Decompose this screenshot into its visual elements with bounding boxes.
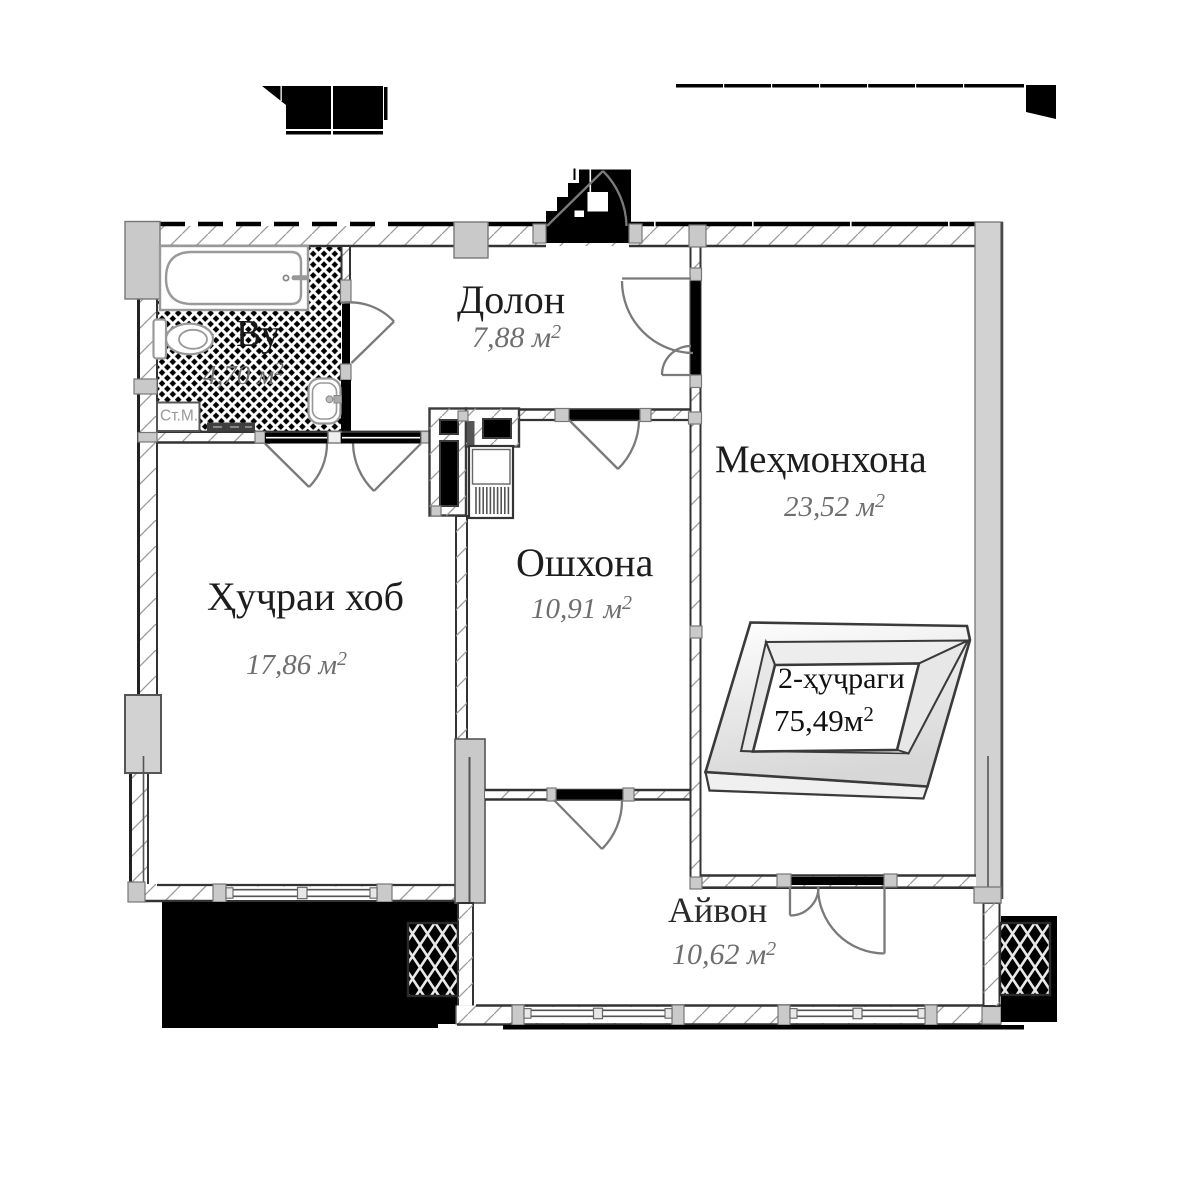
svg-text:10,62 м2: 10,62 м2 (672, 938, 776, 971)
svg-text:7,88 м2: 7,88 м2 (472, 321, 561, 354)
svg-text:Ву: Ву (236, 313, 280, 355)
svg-text:Ошхона: Ошхона (516, 540, 654, 585)
svg-text:10,91 м2: 10,91 м2 (531, 592, 632, 625)
svg-text:4,70 м2: 4,70 м2 (203, 359, 284, 390)
svg-text:Ҳуҷраи хоб: Ҳуҷраи хоб (207, 574, 404, 619)
svg-text:Айвон: Айвон (668, 890, 767, 930)
svg-text:Ст.М.: Ст.М. (160, 408, 198, 425)
svg-text:Долон: Долон (457, 277, 565, 322)
svg-text:75,49м2: 75,49м2 (774, 702, 874, 738)
svg-text:23,52 м2: 23,52 м2 (784, 490, 885, 523)
svg-text:17,86 м2: 17,86 м2 (246, 648, 347, 681)
svg-text:Меҳмонхона: Меҳмонхона (715, 438, 927, 481)
svg-text:2-ҳуҷраги: 2-ҳуҷраги (778, 662, 905, 695)
